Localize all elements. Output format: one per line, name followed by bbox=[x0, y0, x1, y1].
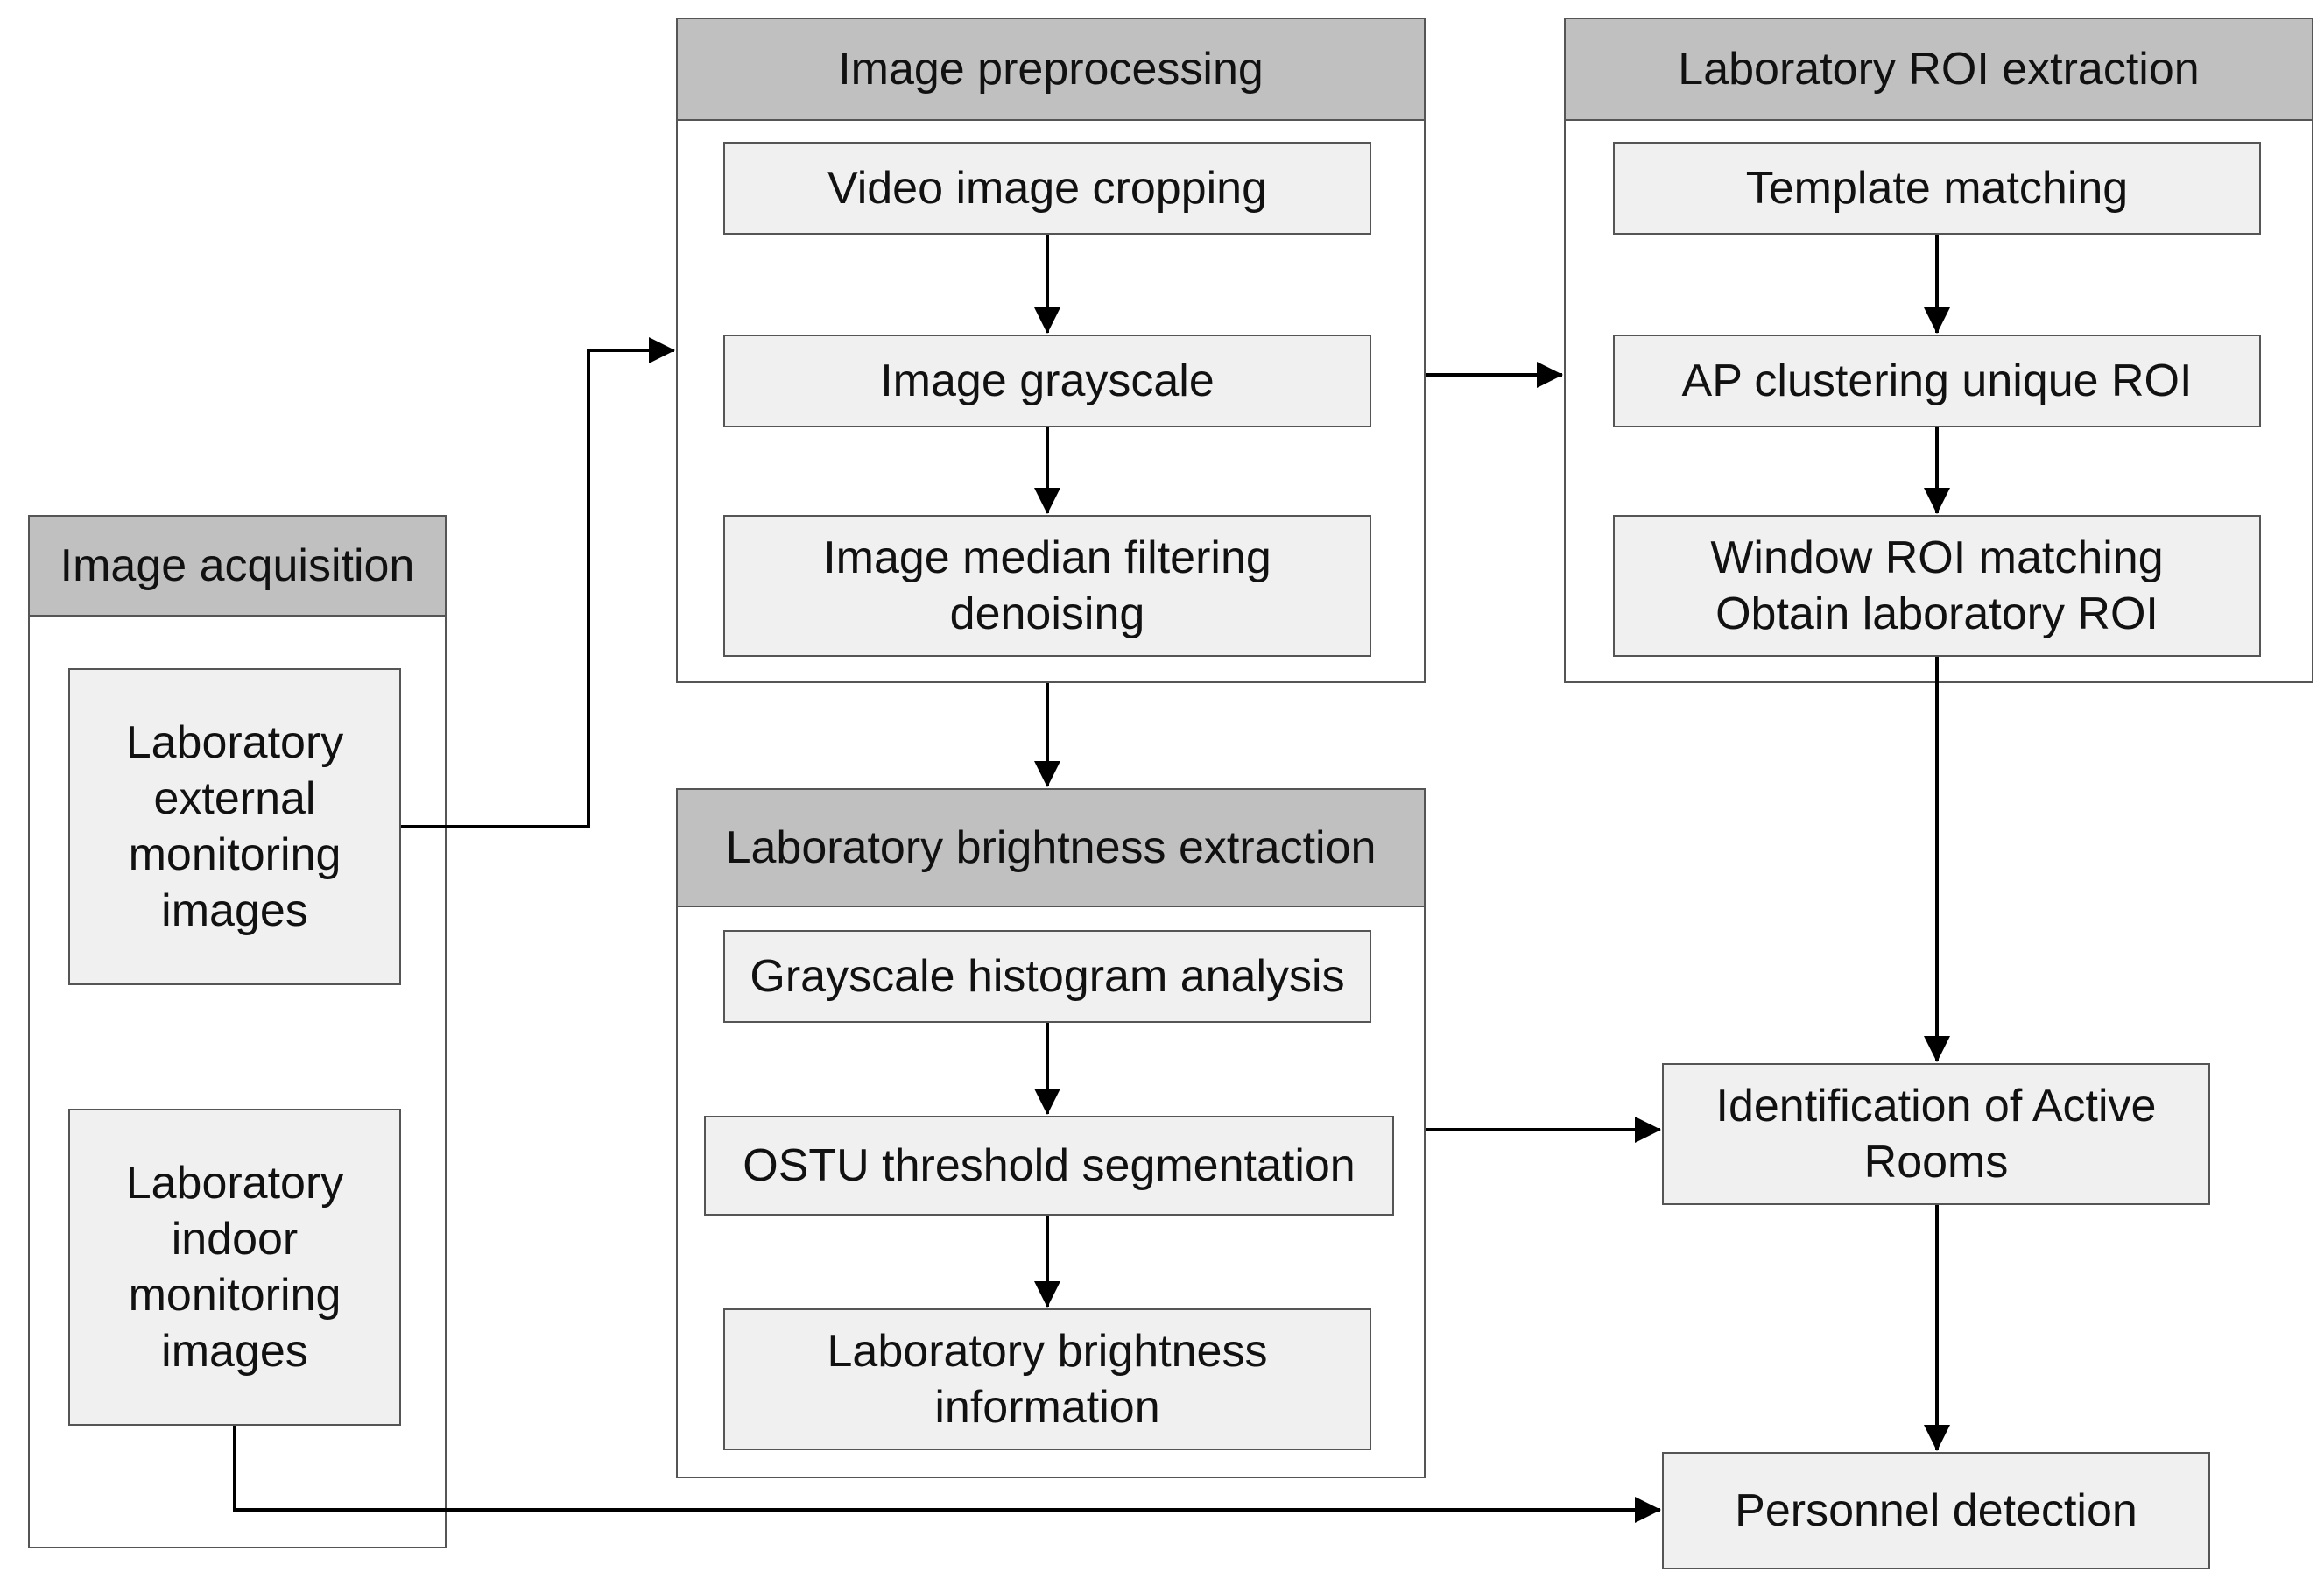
arrow-external-to-preprocessing bbox=[401, 337, 675, 828]
node-grayscale-histogram: Grayscale histogram analysis bbox=[723, 930, 1371, 1023]
node-indoor-monitoring-images: Laboratory indoor monitoring images bbox=[68, 1109, 401, 1426]
group-title: Laboratory ROI extraction bbox=[1566, 19, 2312, 121]
node-ostu-threshold: OSTU threshold segmentation bbox=[704, 1116, 1394, 1216]
node-identification-active-rooms: Identification of Active Rooms bbox=[1662, 1063, 2210, 1205]
node-image-grayscale: Image grayscale bbox=[723, 335, 1371, 427]
arrow-indoor-to-personnel bbox=[233, 1426, 1661, 1523]
node-template-matching: Template matching bbox=[1613, 142, 2261, 235]
node-brightness-information: Laboratory brightness information bbox=[723, 1308, 1371, 1450]
group-title: Laboratory brightness extraction bbox=[678, 790, 1424, 907]
node-video-image-cropping: Video image cropping bbox=[723, 142, 1371, 235]
group-title: Image acquisition bbox=[30, 517, 445, 617]
node-ap-clustering: AP clustering unique ROI bbox=[1613, 335, 2261, 427]
node-window-roi-matching: Window ROI matching Obtain laboratory RO… bbox=[1613, 515, 2261, 657]
node-median-filtering: Image median filtering denoising bbox=[723, 515, 1371, 657]
group-title: Image preprocessing bbox=[678, 19, 1424, 121]
node-personnel-detection: Personnel detection bbox=[1662, 1452, 2210, 1569]
node-external-monitoring-images: Laboratory external monitoring images bbox=[68, 668, 401, 985]
